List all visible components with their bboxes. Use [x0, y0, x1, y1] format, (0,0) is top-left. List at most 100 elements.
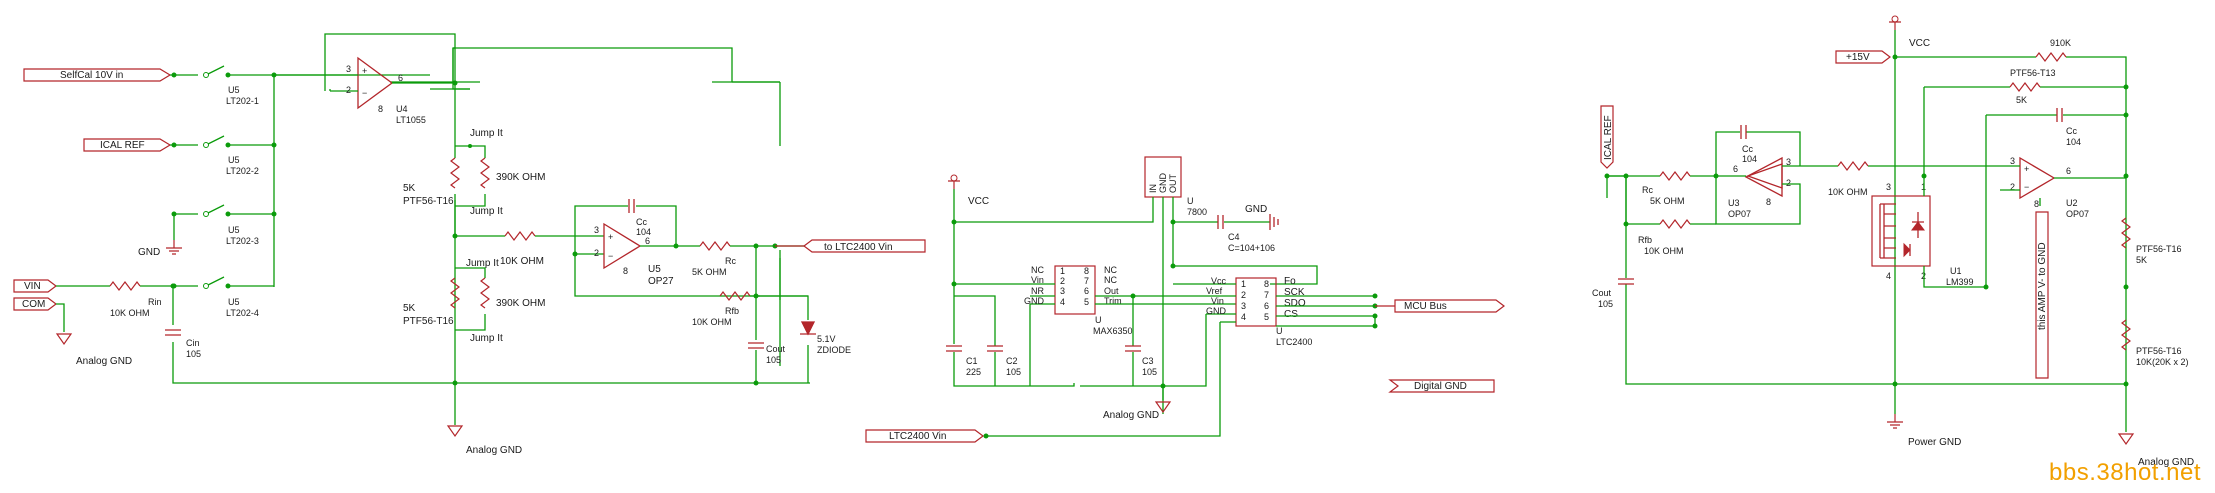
gnd-reg-label: GND — [1245, 204, 1267, 215]
ptf-t13-label: PTF56-T13 — [2010, 68, 2056, 78]
output-node: Cout 105 5.1V ZDIODE — [747, 243, 851, 386]
port-selfcal: SelfCal 10V in — [23, 68, 172, 82]
c3-name: C3 — [1142, 356, 1154, 366]
opamp-u4: + − 3 2 6 8 U4 LT1055 — [274, 33, 456, 125]
cc-l-name: Cc — [1742, 144, 1753, 154]
port-to-ltc-vin-label: to LTC2400 Vin — [824, 242, 893, 253]
r390k-1: 390K OHM — [496, 172, 545, 183]
ic-ltc2400: Vcc Vref Vin GND 1 2 3 4 8 7 6 5 Fo SCK … — [986, 276, 1378, 437]
cap-cout-right: Cout 105 — [1592, 173, 2126, 385]
port-plus15v: +15V — [1835, 50, 1891, 64]
rfb-r-name: Rfb — [1638, 235, 1652, 245]
port-ical-ref-vertical: ICAL REF — [1600, 105, 1614, 169]
vcc-mid-label: VCC — [968, 196, 989, 207]
u4-part: LT1055 — [396, 115, 426, 125]
opamp-u2-op07: + − 3 2 6 8 U2 OP07 — [1924, 115, 2126, 287]
ltc-p1: 1 — [1241, 279, 1246, 289]
power-gnd: Power GND — [1908, 437, 1961, 448]
reg-u: U — [1187, 196, 1194, 206]
jump-1: Jump It — [470, 128, 503, 139]
ic-max6350: NC Vin NR GND 1 2 3 4 8 7 6 5 NC NC Out … — [954, 265, 1133, 386]
zener-voltage: 5.1V — [817, 334, 836, 344]
max-gnd: GND — [1024, 296, 1045, 306]
regulator-7800: IN GND OUT U 7800 — [951, 156, 1318, 414]
svg-text:+: + — [608, 232, 613, 242]
switch-lt202-2: U5 LT202-2 — [171, 135, 259, 176]
max-vin: Vin — [1031, 275, 1044, 285]
ptf-2: PTF56-T16 — [403, 316, 454, 327]
lt202-3-part: LT202-3 — [226, 236, 259, 246]
u1-part: LM399 — [1946, 277, 1974, 287]
resistor-ptf-t13: PTF56-T13 5K — [1924, 68, 2126, 105]
resistor-rc: Rc 5K OHM — [692, 241, 810, 277]
svg-text:+: + — [2024, 164, 2029, 174]
ltc-cs: CS — [1284, 309, 1298, 320]
rc-r-name: Rc — [1642, 185, 1653, 195]
max-nc2: NC — [1104, 265, 1117, 275]
r5k-2: 5K — [403, 303, 416, 314]
u2-part: OP07 — [2066, 209, 2089, 219]
svg-text:−: − — [608, 251, 613, 261]
cc-r-val: 104 — [2066, 137, 2081, 147]
resistor-10k-right: 10K OHM — [1810, 161, 1924, 197]
ptf-t16-b: PTF56-T16 10K(20K x 2) — [2121, 319, 2189, 367]
cin-name: Cin — [186, 338, 200, 348]
max-p2: 2 — [1060, 276, 1065, 286]
ptf-t16-a-val: 5K — [2136, 255, 2147, 265]
cap-c4: C4 C=104+106 GND — [1173, 204, 1279, 253]
rc-r-val: 5K OHM — [1650, 196, 1685, 206]
cout-value: 105 — [766, 355, 781, 365]
port-ical-vertical-label: ICAL REF — [1603, 115, 1614, 160]
port-to-ltc2400-vin: to LTC2400 Vin — [775, 239, 926, 253]
u2-pin3: 3 — [2010, 156, 2015, 166]
port-ltc2400-vin: LTC2400 Vin — [865, 429, 989, 443]
r910k-label: 910K — [2050, 38, 2071, 48]
gnd-right: Analog GND — [2118, 433, 2194, 468]
ltc-p6: 6 — [1264, 301, 1269, 311]
lt202-2-part: LT202-2 — [226, 166, 259, 176]
u4-pin6: 6 — [398, 73, 403, 83]
cin-value: 105 — [186, 349, 201, 359]
u3-pin3: 3 — [1786, 157, 1791, 167]
c1-value: 225 — [966, 367, 981, 377]
opamp-u3-op07: 6 3 2 8 U3 OP07 Cc 104 — [1713, 124, 1810, 225]
u2-pin2: 2 — [2010, 182, 2015, 192]
ltc-vcc: Vcc — [1211, 276, 1227, 286]
cap-c1: C1 225 — [945, 345, 981, 377]
ltc-part: LTC2400 — [1276, 337, 1312, 347]
port-ical-ref-label: ICAL REF — [100, 140, 145, 151]
resistor-rfb-right: Rfb 10K OHM — [1626, 219, 1716, 256]
vcc-right-label: VCC — [1909, 38, 1930, 49]
rfb-r-val: 10K OHM — [1644, 246, 1684, 256]
u2-name: U2 — [2066, 198, 2078, 208]
u4-pin3: 3 — [346, 64, 351, 74]
u3-pin6: 6 — [1733, 164, 1738, 174]
cc-mid-name: Cc — [636, 217, 647, 227]
max-p8: 8 — [1084, 266, 1089, 276]
ltc-p5: 5 — [1264, 312, 1269, 322]
u1-pin3: 3 — [1886, 182, 1891, 192]
max-p1: 1 — [1060, 266, 1065, 276]
u5-3-name: U5 — [228, 225, 240, 235]
ltc-u: U — [1276, 326, 1283, 336]
ltc-p3: 3 — [1241, 301, 1246, 311]
port-com: COM — [13, 297, 57, 311]
watermark-text: bbs.38hot.net — [2049, 459, 2201, 486]
port-vin-label: VIN — [24, 281, 41, 292]
ltc-p8: 8 — [1264, 279, 1269, 289]
port-vin: VIN — [13, 279, 57, 293]
lt202-1-part: LT202-1 — [226, 96, 259, 106]
r390k-2: 390K OHM — [496, 298, 545, 309]
ptf-t16-a: PTF56-T16 5K — [2121, 217, 2182, 265]
reg-out: OUT — [1168, 174, 1178, 194]
ltc-vref: Vref — [1206, 286, 1223, 296]
u3-pin2: 2 — [1786, 178, 1791, 188]
wires-left — [56, 47, 810, 384]
resistor-rin: Rin 10K OHM — [109, 281, 162, 318]
max-p5: 5 — [1084, 297, 1089, 307]
jumper-390k-top: Jump It 390K OHM Jump It — [455, 128, 545, 217]
u5-op-pin8: 8 — [623, 266, 628, 276]
port-digital-gnd: Digital GND — [1388, 379, 1495, 393]
u5-op-part: OP27 — [648, 276, 674, 287]
